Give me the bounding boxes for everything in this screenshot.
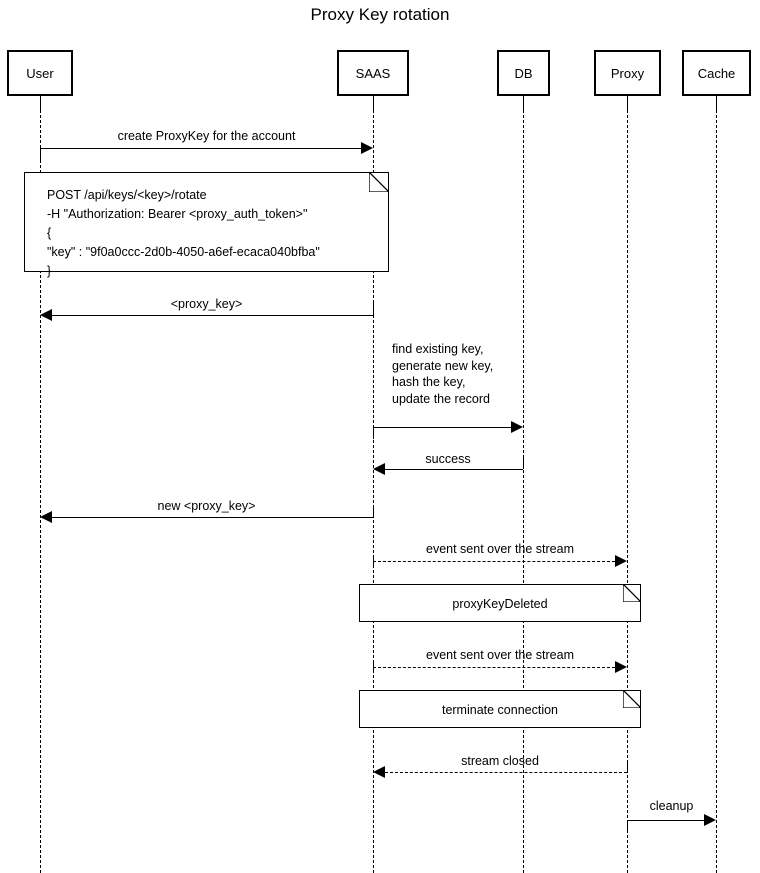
participant-label-proxy: Proxy [610,65,645,81]
message-arrowhead-create-proxykey [361,142,373,154]
message-arrowhead-proxy-key [40,309,52,321]
lifeline-stub-user [40,96,41,110]
lifeline-db [523,110,524,873]
message-line-update-record[interactable] [373,427,511,428]
participant-box-saas[interactable]: SAAS [337,50,409,96]
lifeline-stub-cache [716,96,717,110]
message-label-create-proxykey: create ProxyKey for the account [117,129,296,143]
page-title: Proxy Key rotation [310,5,450,24]
message-line-new-proxy-key[interactable] [52,517,373,518]
message-label-proxy-key: <proxy_key> [170,297,243,311]
message-tail-tick-cleanup [627,820,628,832]
participant-box-proxy[interactable]: Proxy [594,50,661,96]
message-label-event-stream-1: event sent over the stream [426,542,574,556]
note-request-body [25,173,388,271]
note-fold-corner-icon [623,584,641,602]
message-tail-tick-new-proxy-key [373,505,374,517]
lifeline-stub-proxy [627,96,628,110]
lifeline-proxy [627,110,628,873]
participant-label-user: User [26,65,54,81]
message-tail-tick-stream-closed [627,760,628,772]
participant-label-db: DB [514,65,533,81]
participant-label-cache: Cache [697,65,736,81]
message-arrowhead-event-stream-2 [615,661,627,673]
note-terminate-connection-body [360,691,640,727]
participant-label-saas: SAAS [355,65,391,81]
note-request-details: POST /api/keys/<key>/rotate -H "Authoriz… [24,172,389,278]
lifeline-saas [373,110,374,873]
message-label-success: success [425,452,471,466]
message-arrowhead-new-proxy-key [40,511,52,523]
message-line-create-proxykey[interactable] [40,148,361,149]
message-tail-tick-success [523,457,524,469]
message-arrowhead-stream-closed [373,766,385,778]
message-line-proxy-key[interactable] [52,315,373,316]
message-tail-tick-create-proxykey [40,148,41,160]
message-line-event-stream-2[interactable] [373,667,615,668]
message-label-cleanup: cleanup [649,799,694,813]
note-proxy-key-deleted-text: proxyKeyDeleted [452,597,548,611]
message-line-stream-closed[interactable] [385,772,627,773]
lifeline-stub-saas [373,96,374,110]
lifeline-stub-db [523,96,524,110]
message-arrowhead-update-record [511,421,523,433]
message-label-stream-closed: stream closed [461,754,539,768]
note-proxy-key-deleted: proxyKeyDeleted [359,584,641,622]
note-fold-corner-icon [623,690,641,708]
note-proxy-key-deleted-body [360,585,640,621]
message-tail-tick-update-record [373,427,374,439]
note-terminate-connection: terminate connection [359,690,641,728]
lifeline-user [40,110,41,873]
message-arrowhead-cleanup [704,814,716,826]
participant-box-cache[interactable]: Cache [682,50,751,96]
participant-box-db[interactable]: DB [497,50,550,96]
message-arrowhead-success [373,463,385,475]
message-label-new-proxy-key: new <proxy_key> [157,499,256,513]
note-fold-corner-icon [369,172,389,192]
message-label-update-record: find existing key, generate new key, has… [392,342,494,406]
message-arrowhead-event-stream-1 [615,555,627,567]
message-line-success[interactable] [385,469,523,470]
message-line-event-stream-1[interactable] [373,561,615,562]
note-terminate-connection-text: terminate connection [441,703,559,717]
lifeline-cache [716,110,717,873]
note-request-text: POST /api/keys/<key>/rotate -H "Authoriz… [47,188,320,278]
message-line-cleanup[interactable] [627,820,704,821]
participant-box-user[interactable]: User [7,50,73,96]
message-tail-tick-proxy-key [373,303,374,315]
message-label-event-stream-2: event sent over the stream [426,648,574,662]
